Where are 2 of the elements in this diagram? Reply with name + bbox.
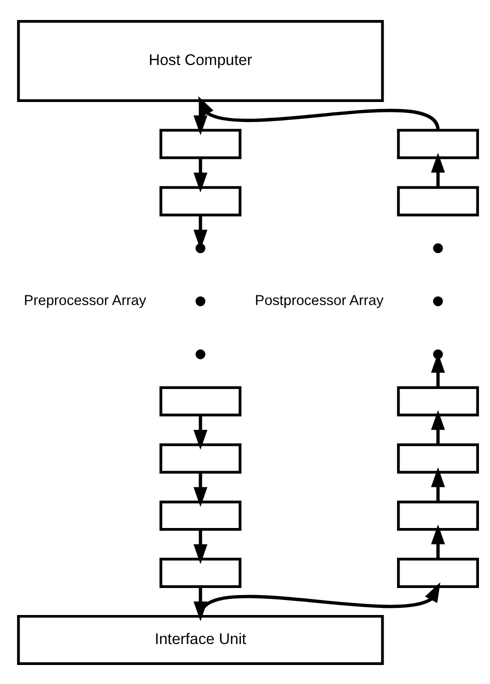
label: Postprocessor Array [254, 292, 384, 308]
label: Preprocessor Array [24, 292, 146, 308]
